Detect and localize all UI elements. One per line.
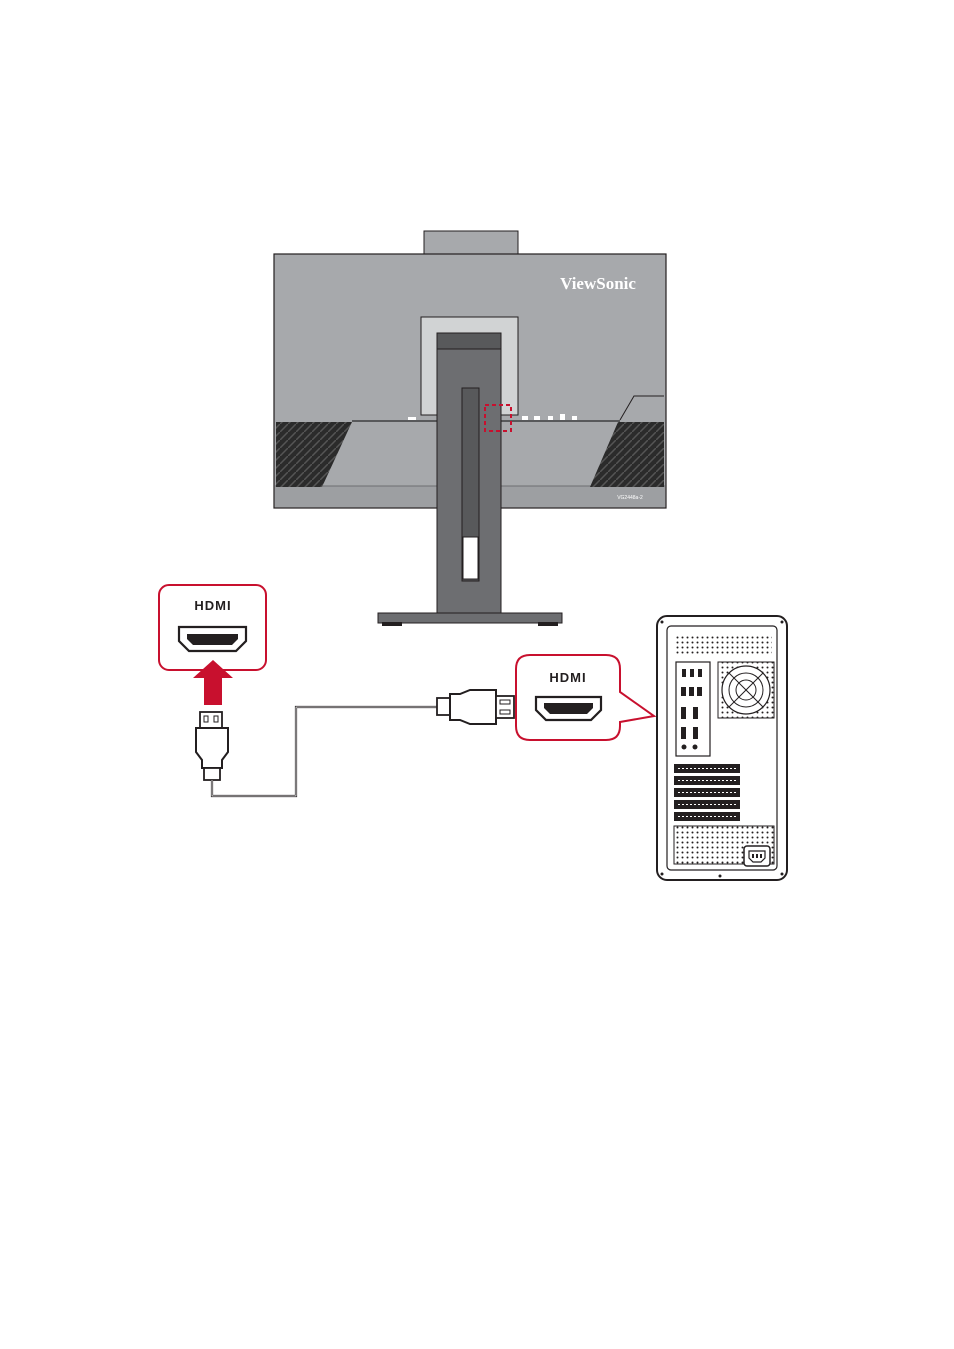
hdmi-port-icon <box>179 627 246 651</box>
fan-icon <box>718 662 774 718</box>
pc-hdmi-callout: HDMI <box>516 655 654 740</box>
pc-tower-rear <box>657 616 787 880</box>
hdmi-port-icon-pc <box>536 697 601 720</box>
monitor-top-mount <box>424 231 518 255</box>
monitor-hdmi-callout: HDMI <box>159 585 266 670</box>
pc-callout-hdmi-logo: HDMI <box>549 670 586 685</box>
monitor-stand-base <box>378 613 562 623</box>
hdmi-plug-icon <box>196 712 228 780</box>
cable-wire <box>212 707 438 796</box>
monitor-callout-hdmi-logo: HDMI <box>194 598 231 613</box>
monitor-model-label: VG2448a-2 <box>617 495 643 501</box>
hdmi-plug-icon-right <box>437 690 514 724</box>
pc-expansion-slots <box>674 764 740 821</box>
power-socket-icon <box>744 846 770 866</box>
monitor-brand-logo: ViewSonic <box>560 274 636 293</box>
hdmi-cable <box>196 690 514 796</box>
monitor-rear: ViewSonic VG2448a-2 <box>274 231 666 626</box>
pc-top-vent <box>674 634 772 656</box>
stand-cable-slot <box>463 537 478 579</box>
